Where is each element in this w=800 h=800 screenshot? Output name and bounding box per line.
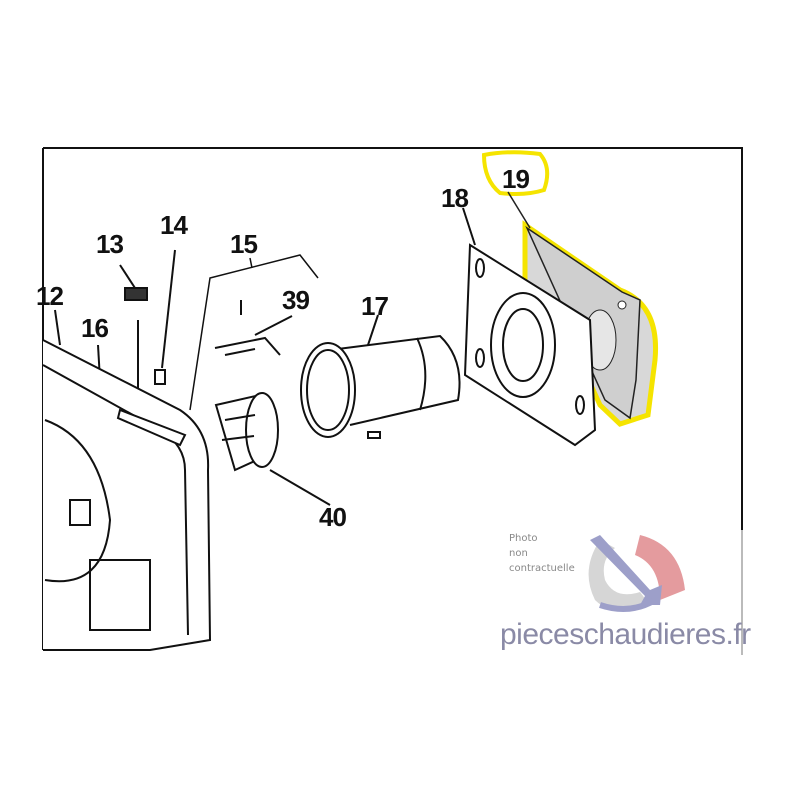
part-label-18: 18 [441, 183, 469, 213]
part-40-diffuser [214, 392, 331, 506]
part-label-14: 14 [160, 210, 188, 240]
part-label-19-highlighted: 19 [502, 164, 530, 194]
disclaimer-note: Photo non contractuelle [509, 531, 599, 576]
note-line-1: Photo [509, 533, 538, 544]
part-label-39: 39 [282, 285, 310, 315]
part-15-bracket-lines [189, 254, 319, 411]
part-label-16: 16 [81, 313, 109, 343]
part-12-burner-housing [42, 309, 212, 651]
part-label-17: 17 [361, 291, 389, 321]
note-line-2: non [509, 548, 528, 559]
brand-logo [588, 535, 685, 612]
part-label-13: 13 [96, 229, 124, 259]
part-label-40: 40 [319, 502, 347, 532]
brand-watermark: pieceschaudieres.fr [500, 618, 751, 651]
note-line-3: contractuelle [509, 563, 575, 574]
part-label-12: 12 [36, 281, 64, 311]
part-39-electrodes [214, 300, 293, 356]
part-label-15: 15 [230, 229, 258, 259]
part-18-flange [462, 207, 597, 447]
part-17-blast-tube [300, 314, 461, 439]
